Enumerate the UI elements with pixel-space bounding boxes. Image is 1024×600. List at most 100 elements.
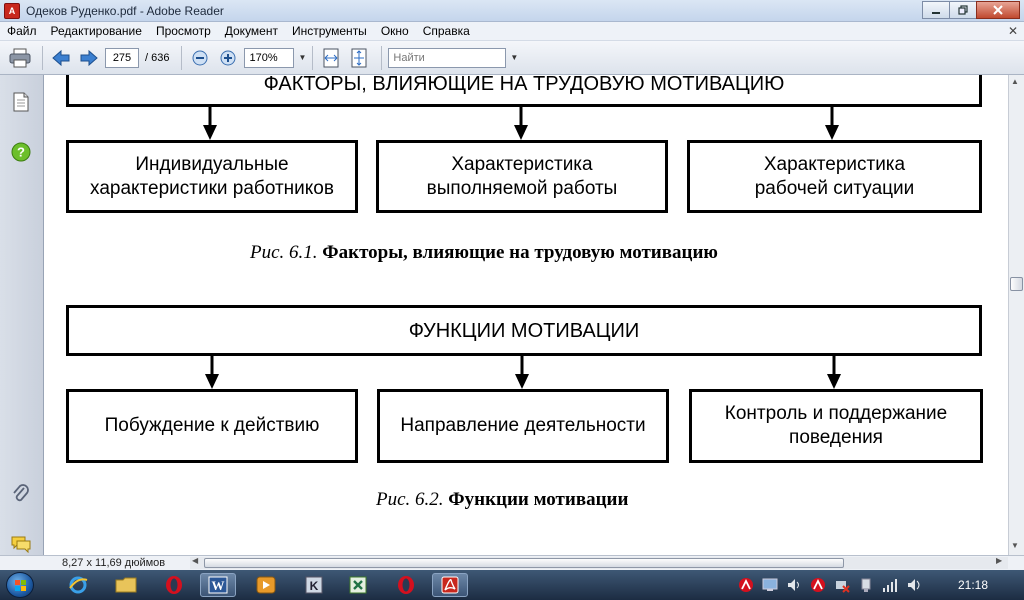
fig1-arrow-3	[825, 107, 839, 140]
svg-text:W: W	[212, 578, 225, 593]
arrow-right-icon	[80, 49, 98, 66]
fig1-box2-line2: выполняемой работы	[426, 177, 618, 199]
scroll-right-icon[interactable]: ▶	[996, 556, 1003, 565]
usb-device-icon	[861, 578, 871, 592]
window-title: Одеков Руденко.pdf - Adobe Reader	[26, 3, 224, 18]
tray-antivirus-2[interactable]	[810, 577, 826, 593]
vertical-scroll-thumb[interactable]	[1010, 277, 1023, 291]
fig1-header-text: ФАКТОРЫ, ВЛИЯЮЩИЕ НА ТРУДОВУЮ МОТИВАЦИЮ	[263, 75, 785, 95]
fig2-arrow-2	[515, 356, 529, 389]
tray-volume[interactable]	[786, 577, 802, 593]
next-page-button[interactable]	[77, 46, 101, 70]
app-k-icon: K	[305, 576, 323, 594]
tray-device[interactable]	[858, 577, 874, 593]
close-button[interactable]	[976, 1, 1020, 19]
signal-bars-icon	[883, 579, 897, 592]
tray-network-warning[interactable]	[834, 577, 850, 593]
close-icon	[993, 5, 1003, 15]
fig2-box1-line1: Побуждение к действию	[104, 415, 320, 436]
menu-edit[interactable]: Редактирование	[50, 24, 142, 38]
zoom-in-button[interactable]	[216, 46, 240, 70]
menu-view[interactable]: Просмотр	[155, 24, 211, 38]
fig1-box3-line1: Характеристика	[763, 153, 906, 175]
taskbar-media-player[interactable]	[248, 573, 284, 597]
menu-help[interactable]: Справка	[422, 24, 470, 38]
arrow-left-icon	[52, 49, 70, 66]
scrolling-mode-button[interactable]	[319, 46, 343, 70]
scroll-down-icon[interactable]: ▼	[1011, 541, 1019, 550]
menu-window[interactable]: Окно	[380, 24, 409, 38]
menu-close-document-icon[interactable]: ✕	[1007, 24, 1018, 38]
print-button[interactable]	[8, 46, 32, 70]
menu-bar: Файл Редактирование Просмотр Документ Ин…	[0, 22, 1024, 41]
fig1-header-box: ФАКТОРЫ, ВЛИЯЮЩИЕ НА ТРУДОВУЮ МОТИВАЦИЮ	[66, 75, 982, 107]
document-view[interactable]: ФАКТОРЫ, ВЛИЯЮЩИЕ НА ТРУДОВУЮ МОТИВАЦИЮ …	[44, 75, 1008, 555]
taskbar-excel[interactable]	[340, 573, 376, 597]
printer-icon	[9, 48, 31, 67]
fig2-caption-text: Функции мотивации	[448, 489, 629, 510]
fig1-box1-line2: характеристики работников	[90, 177, 334, 199]
taskbar-word[interactable]: W	[200, 573, 236, 597]
taskbar-adobe-reader[interactable]	[432, 573, 468, 597]
taskbar-explorer[interactable]	[108, 573, 144, 597]
menu-file[interactable]: Файл	[7, 24, 37, 38]
pages-panel-button[interactable]	[10, 91, 32, 113]
toolbar: 275 / 636 170% ▼ Найти ▼	[0, 41, 1024, 75]
vertical-scrollbar[interactable]: ▲ ▼	[1008, 75, 1024, 555]
help-panel-button[interactable]: ?	[10, 141, 32, 163]
taskbar-app-k[interactable]: K	[296, 573, 332, 597]
fig2-box-motivation-to-act: Побуждение к действию	[66, 389, 358, 463]
tray-antivirus[interactable]	[738, 577, 754, 593]
restore-button[interactable]	[949, 1, 977, 19]
minimize-icon	[932, 12, 940, 14]
attachments-panel-button[interactable]	[10, 483, 32, 505]
tray-sound[interactable]	[906, 577, 922, 593]
question-icon: ?	[11, 142, 31, 162]
fit-page-icon	[351, 48, 367, 67]
taskbar-internet-explorer[interactable]	[60, 573, 96, 597]
windows-logo-icon	[15, 580, 26, 591]
fig2-arrow-1	[205, 356, 219, 389]
svg-text:?: ?	[17, 145, 25, 160]
taskbar-opera-2[interactable]	[388, 573, 424, 597]
taskbar-opera-1[interactable]	[156, 573, 192, 597]
monitor-icon	[762, 578, 778, 591]
opera-icon	[166, 576, 182, 594]
fig2-header-text: ФУНКЦИИ МОТИВАЦИИ	[408, 319, 640, 342]
horizontal-scroll-thumb[interactable]	[204, 558, 844, 568]
fig1-arrow-2	[514, 107, 528, 140]
minimize-button[interactable]	[922, 1, 950, 19]
tray-signal[interactable]	[882, 577, 898, 593]
comments-panel-button[interactable]	[10, 533, 32, 555]
paperclip-icon	[13, 484, 29, 502]
taskbar-clock[interactable]: 21:18	[958, 578, 989, 592]
horizontal-scrollbar[interactable]: ◀ ▶	[190, 556, 1008, 569]
media-player-icon	[256, 576, 276, 594]
zoom-out-icon	[192, 50, 208, 65]
tray-monitor[interactable]	[762, 577, 778, 593]
zoom-level-select[interactable]: 170%	[244, 47, 295, 68]
page-total: / 636	[145, 51, 170, 64]
taskbar: W K 21:18	[0, 570, 1024, 600]
zoom-dropdown-icon[interactable]: ▼	[298, 53, 307, 62]
start-button[interactable]	[6, 572, 34, 598]
scroll-left-icon[interactable]: ◀	[192, 556, 199, 565]
search-dropdown-icon[interactable]: ▼	[510, 53, 519, 62]
menu-document[interactable]: Документ	[224, 24, 278, 38]
fig1-caption: Рис. 6.1. Факторы, влияющие на трудовую …	[250, 242, 718, 264]
fit-page-button[interactable]	[347, 46, 371, 70]
page-number-input[interactable]: 275	[105, 47, 139, 68]
fig1-caption-label: Рис. 6.1.	[250, 242, 318, 263]
search-input[interactable]: Найти	[388, 47, 507, 68]
fig2-box2-line1: Направление деятельности	[400, 415, 646, 436]
menu-tools[interactable]: Инструменты	[291, 24, 367, 38]
fig1-caption-text: Факторы, влияющие на трудовую мотивацию	[322, 242, 718, 263]
previous-page-button[interactable]	[49, 46, 73, 70]
zoom-out-button[interactable]	[188, 46, 212, 70]
toolbar-separator	[381, 45, 383, 70]
scroll-up-icon[interactable]: ▲	[1011, 77, 1019, 86]
fig2-box3-line2: поведения	[789, 427, 883, 448]
